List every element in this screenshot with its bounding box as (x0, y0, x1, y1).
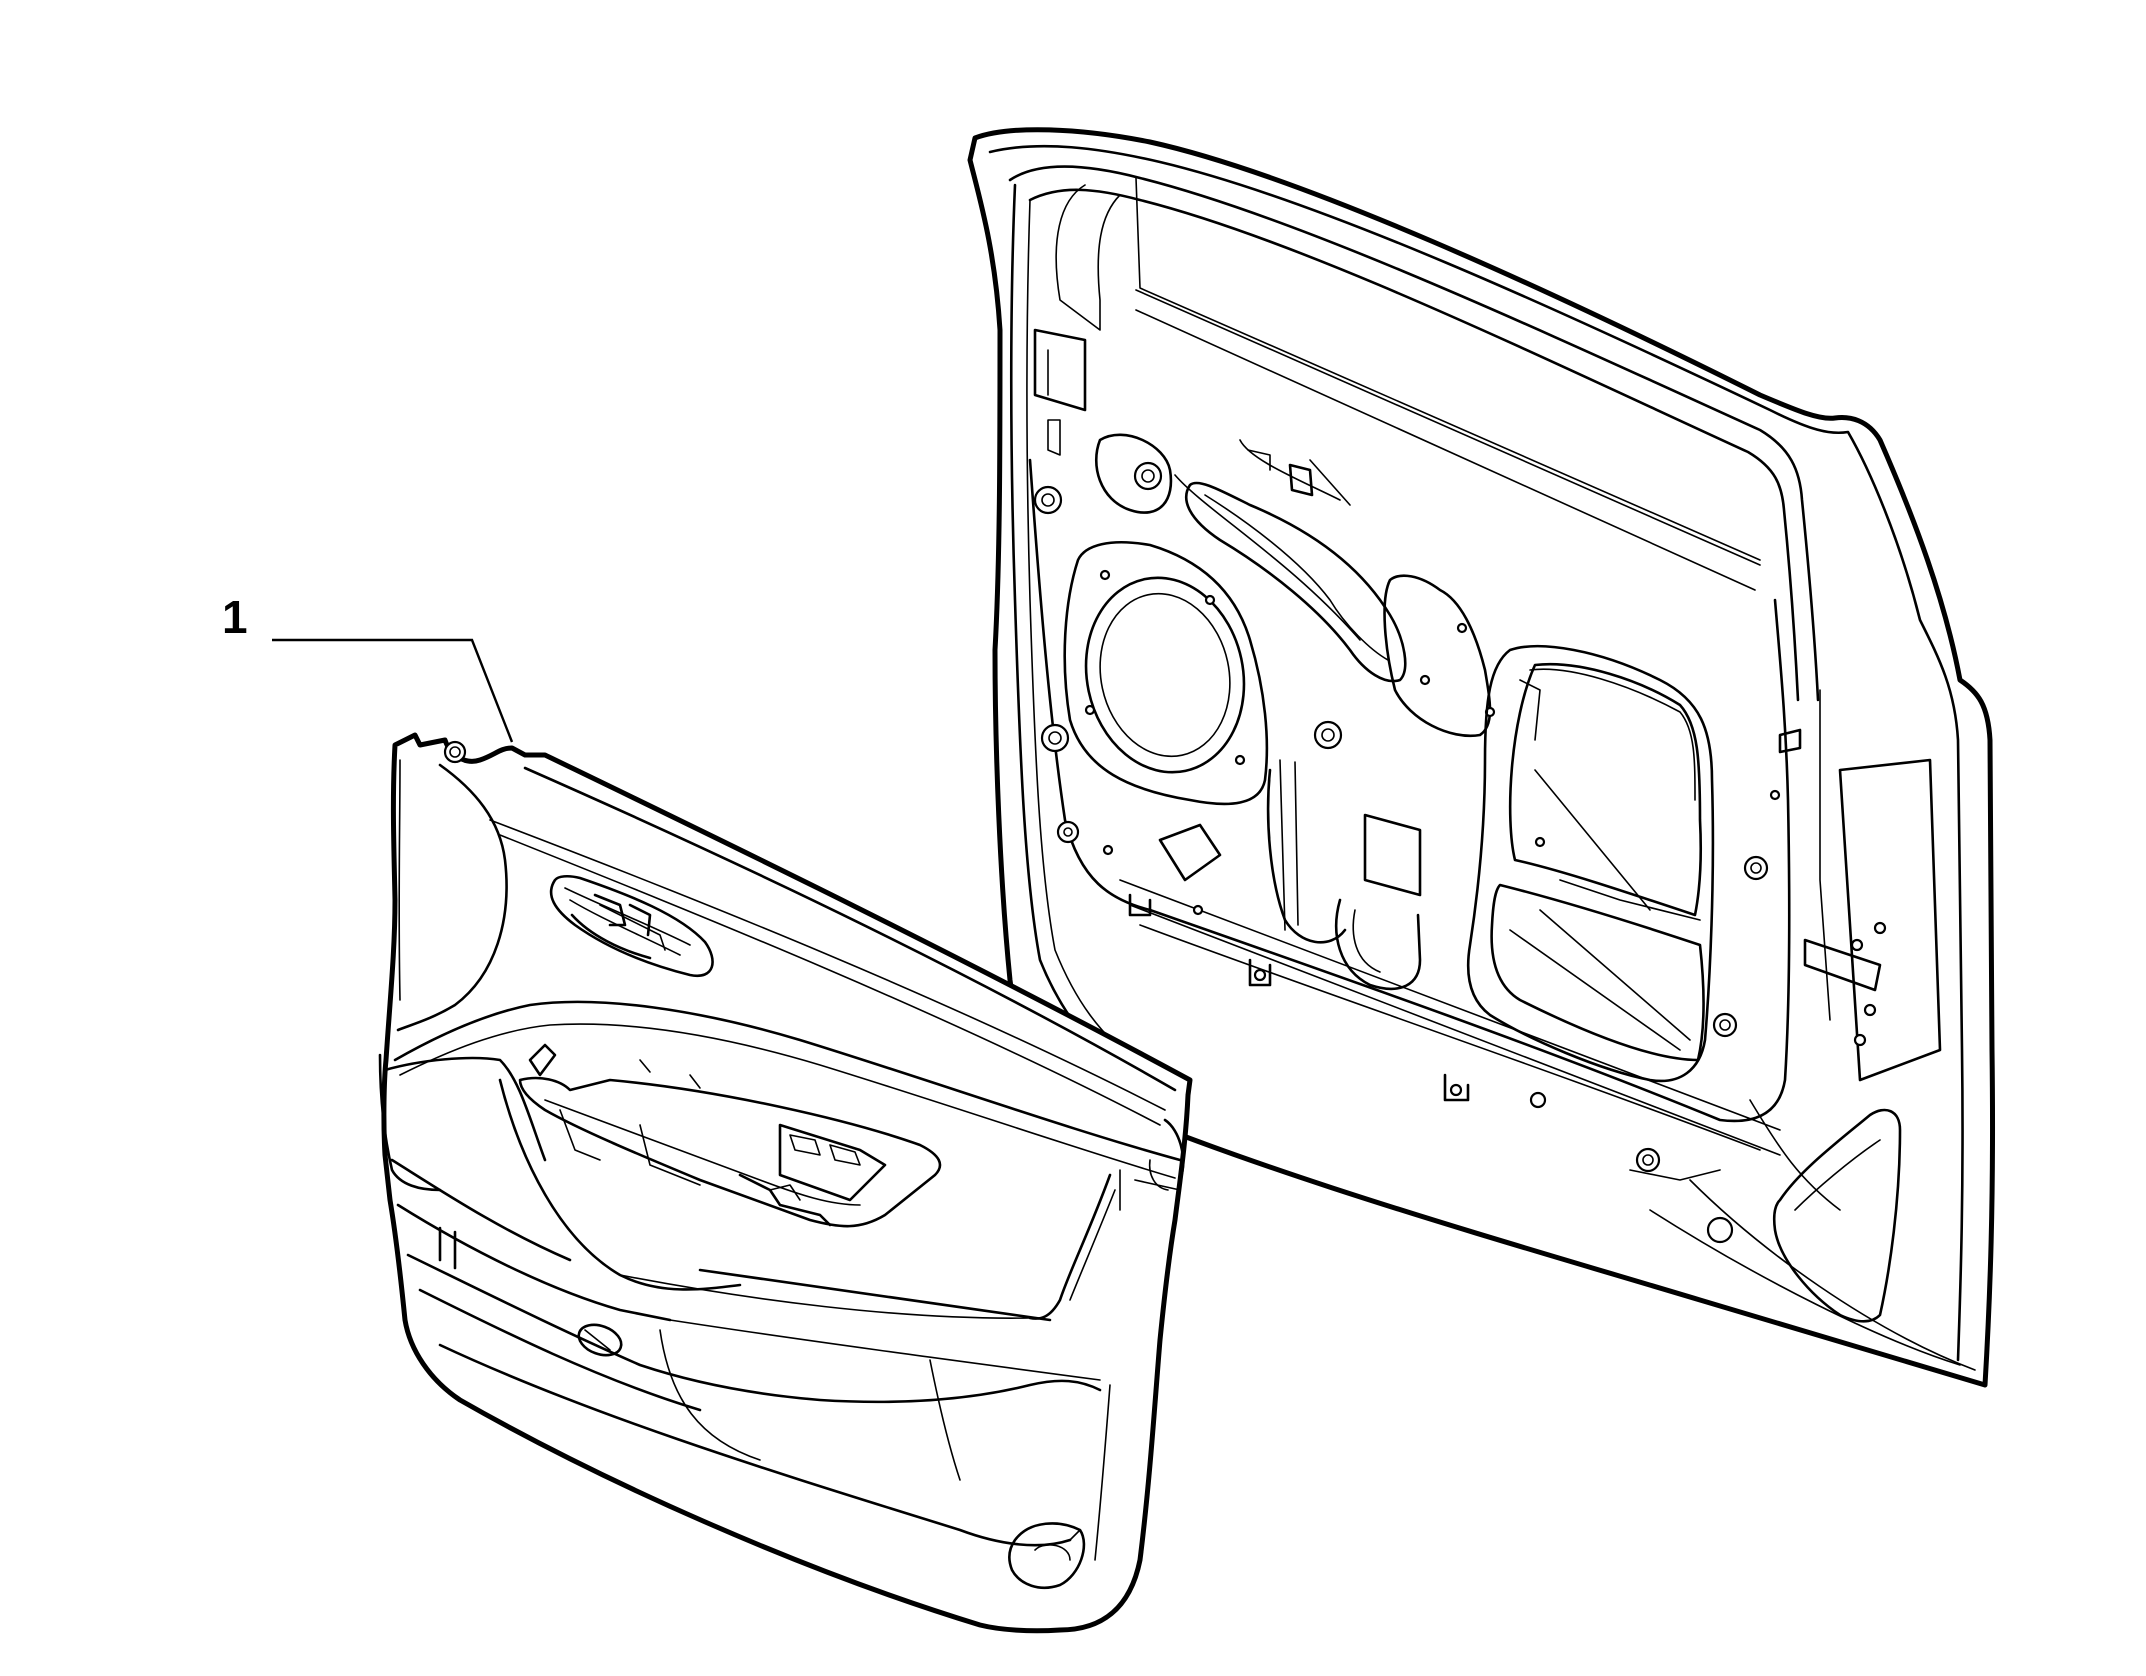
door-inner-frame-icon (967, 127, 1996, 1388)
callout-leader-1 (272, 638, 514, 743)
door-trim-panel-icon (378, 732, 1193, 1634)
callout-number-1: 1 (222, 591, 248, 643)
